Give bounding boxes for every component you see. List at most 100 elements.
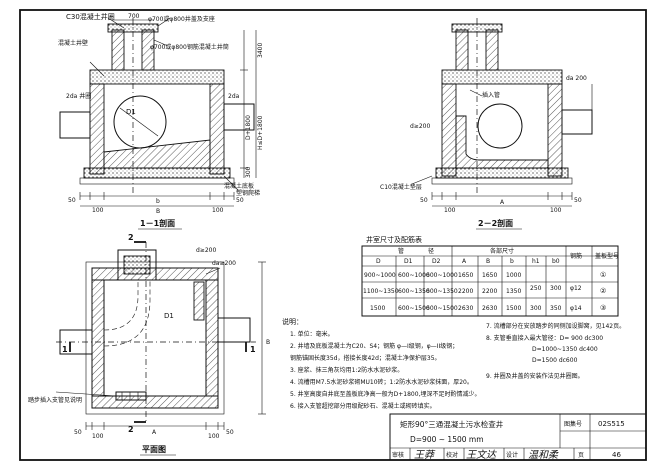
svg-text:600~1500: 600~1500 xyxy=(426,305,458,312)
svg-text:钢筋锚固长度35d，搭接长度42d；混凝土净保护层35。: 钢筋锚固长度35d，搭接长度42d；混凝土净保护层35。 xyxy=(290,354,441,362)
flow-channel xyxy=(103,139,211,169)
svg-text:4. 流槽用M7.5水泥砂浆砌MU10砖；1:2防水水泥砂浆: 4. 流槽用M7.5水泥砂浆砌MU10砖；1:2防水水泥砂浆抹面，厚20。 xyxy=(290,378,473,386)
callout-arrow-note: 踏步插入支管见说明 xyxy=(28,396,82,404)
cut-top-label: 2 xyxy=(128,233,134,242)
dim-B: B xyxy=(156,208,160,215)
svg-text:h1: h1 xyxy=(532,258,540,265)
dim-b50a: 50 xyxy=(68,197,76,204)
signature-review: 王莽 xyxy=(414,449,436,461)
svg-text:50: 50 xyxy=(574,197,582,204)
dim-b100a: 100 xyxy=(92,207,104,214)
svg-text:300: 300 xyxy=(530,305,542,312)
svg-text:600~1500: 600~1500 xyxy=(398,305,430,312)
callout-insert: 插入管 xyxy=(482,91,500,99)
callout-da-ring-right: 2da xyxy=(228,93,240,100)
plan-outer xyxy=(85,261,225,415)
svg-text:50: 50 xyxy=(420,197,428,204)
svg-text:6. 接入支管超挖部分用级配砂石、混凝土或砌砖填实。: 6. 接入支管超挖部分用级配砂石、混凝土或砌砖填实。 xyxy=(290,402,436,410)
plan-wall-inner xyxy=(103,279,207,397)
svg-text:1500: 1500 xyxy=(370,305,385,312)
page-number: 46 xyxy=(612,451,621,459)
svg-text:2200: 2200 xyxy=(482,288,497,295)
dim-h2: H≤D+1800 xyxy=(257,115,264,150)
roof-slab xyxy=(89,69,225,85)
callout-concrete-wall: 混凝土井壁 xyxy=(58,39,88,47)
svg-text:100: 100 xyxy=(444,207,456,214)
shaft-left-wall xyxy=(111,29,125,71)
drawing-subtitle: D=900 ~ 1500 mm xyxy=(410,435,484,444)
svg-text:1500: 1500 xyxy=(506,305,521,312)
callout-bottom-plate: 混凝土底板 xyxy=(224,182,254,190)
signature-check: 王文达 xyxy=(466,449,498,461)
callout-step: 塑钢爬梯 xyxy=(236,189,260,197)
svg-text:A: A xyxy=(462,258,467,265)
svg-text:D1: D1 xyxy=(404,258,413,265)
svg-text:600~1350: 600~1350 xyxy=(426,288,458,295)
svg-text:2630: 2630 xyxy=(482,305,497,312)
callout-d200-plan: d≥200 xyxy=(196,247,216,254)
svg-text:2. 井墙及底板混凝土为C20、S4；钢筋 φ—I级钢，φ—: 2. 井墙及底板混凝土为C20、S4；钢筋 φ—I级钢，φ—II级钢； xyxy=(290,342,458,350)
section-1-title: 1－1剖面 xyxy=(140,218,175,228)
dim-h1: 300 xyxy=(245,166,252,178)
svg-text:D2: D2 xyxy=(432,258,441,265)
svg-text:900~1000: 900~1000 xyxy=(364,272,396,279)
callout-da-ring-left: 2da 井圈 xyxy=(66,92,91,100)
cut-right-label: 1 xyxy=(250,345,256,354)
pipe-circle-2 xyxy=(477,103,523,149)
svg-text:图集号: 图集号 xyxy=(564,420,582,428)
dim-b: b xyxy=(156,198,160,205)
table-title: 井室尺寸及配筋表 xyxy=(366,235,422,244)
svg-text:600~1000: 600~1000 xyxy=(398,272,430,279)
section-1-1: C30混凝土井圈 φ700或φ800井盖及支座 φ700或φ800钢筋混凝土井筒… xyxy=(58,12,264,230)
notes-heading: 说明： xyxy=(282,317,303,326)
svg-text:2200: 2200 xyxy=(458,288,473,295)
svg-text:7. 流槽部分在安放踏步的同侧加设脚窝，见142页。: 7. 流槽部分在安放踏步的同侧加设脚窝，见142页。 xyxy=(486,322,625,330)
svg-text:径: 径 xyxy=(428,247,434,255)
atlas-number: 02S515 xyxy=(598,420,625,428)
svg-text:1650: 1650 xyxy=(458,272,473,279)
flow-channel-2 xyxy=(455,115,549,169)
svg-text:D=1000~1350 dc400: D=1000~1350 dc400 xyxy=(532,346,598,353)
section-2-title: 2－2剖面 xyxy=(478,218,513,228)
svg-text:1650: 1650 xyxy=(482,272,497,279)
pipe-right xyxy=(223,103,255,131)
dim-h4: 3400 xyxy=(257,43,264,58)
callout-cover: φ700或φ800井盖及支座 xyxy=(148,15,215,23)
sheet-border xyxy=(19,9,647,461)
plan-title: 平面图 xyxy=(142,445,166,454)
base-slab xyxy=(83,167,231,179)
svg-text:3. 座浆、抹三角灰均用1:2防水水泥砂浆。: 3. 座浆、抹三角灰均用1:2防水水泥砂浆。 xyxy=(290,366,403,374)
callout-da200-2: da 200 xyxy=(566,75,587,82)
svg-text:盖板型号: 盖板型号 xyxy=(595,252,619,260)
drawing-title: 矩形90°三通混凝土污水检查井 xyxy=(400,419,504,429)
cut-left-label: 1 xyxy=(62,345,68,354)
dim-700: 700 xyxy=(128,13,140,20)
svg-text:D=1500 dc600: D=1500 dc600 xyxy=(532,357,578,364)
svg-text:审核: 审核 xyxy=(392,451,404,459)
svg-text:A: A xyxy=(500,199,505,206)
plan-view: 2 2 1 1 da≥200 d≥200 D1 踏步插入支管见说明 50 100… xyxy=(28,233,270,456)
svg-text:D: D xyxy=(376,258,381,265)
svg-text:A: A xyxy=(152,429,157,436)
svg-text:8. 支管垂直接入最大管径：D= 900 dc300: 8. 支管垂直接入最大管径：D= 900 dc300 xyxy=(486,334,603,342)
cut-bottom-label: 2 xyxy=(128,425,134,434)
svg-text:管: 管 xyxy=(398,247,404,255)
svg-text:600~1350: 600~1350 xyxy=(398,288,430,295)
svg-text:φ14: φ14 xyxy=(570,305,582,312)
callout-da200-plan: da≥200 xyxy=(212,260,236,267)
callout-c30-ring: C30混凝土井圈 xyxy=(66,12,115,21)
svg-text:2630: 2630 xyxy=(458,305,473,312)
svg-text:50: 50 xyxy=(74,429,82,436)
svg-text:②: ② xyxy=(600,287,606,295)
title-block: 矩形90°三通混凝土污水检查井 D=900 ~ 1500 mm 图集号 02S5… xyxy=(389,413,647,461)
svg-text:B: B xyxy=(266,339,270,346)
svg-text:5. 井室高度自井底至盖板底净高一般为D+1800,埋深不足: 5. 井室高度自井底至盖板底净高一般为D+1800,埋深不足时酌情减少。 xyxy=(290,390,480,398)
svg-text:100: 100 xyxy=(92,433,104,440)
callout-d1-plan: D1 xyxy=(164,312,174,320)
svg-text:b: b xyxy=(510,258,514,265)
svg-text:页: 页 xyxy=(578,452,584,459)
dim-b100b: 100 xyxy=(212,207,224,214)
svg-text:φ12: φ12 xyxy=(570,285,582,292)
svg-text:50: 50 xyxy=(226,429,234,436)
